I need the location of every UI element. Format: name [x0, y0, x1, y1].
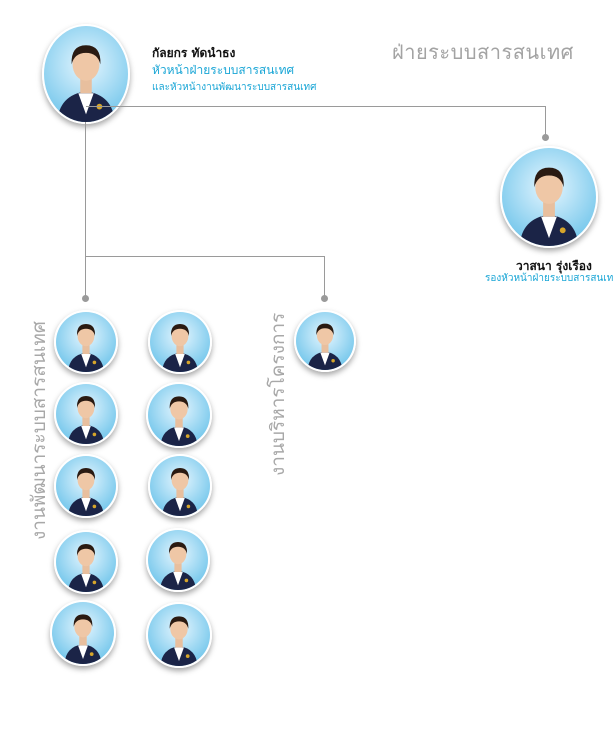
- person-photo-icon: [56, 384, 116, 444]
- team-member-avatar: [54, 310, 118, 374]
- team-member-avatar: [146, 528, 210, 592]
- head-avatar: [42, 24, 130, 124]
- head-position: หัวหน้าฝ่ายระบบสารสนเทศ: [152, 63, 295, 77]
- connector-dot: [321, 295, 328, 302]
- team-member-avatar: [148, 310, 212, 374]
- connector-dot: [82, 295, 89, 302]
- team-member-avatar: [294, 310, 356, 372]
- group-label-projects: งานบริหารโครงการ: [267, 312, 289, 476]
- head-position-secondary: และหัวหน้างานพัฒนาระบบสารสนเทศ: [152, 82, 317, 93]
- person-photo-icon: [44, 26, 128, 122]
- person-photo-icon: [56, 456, 116, 516]
- department-title: ฝ่ายระบบสารสนเทศ: [392, 40, 574, 64]
- person-photo-icon: [296, 312, 354, 370]
- person-photo-icon: [150, 456, 210, 516]
- person-photo-icon: [52, 602, 114, 664]
- connector-head-to-deputy: [86, 106, 546, 107]
- connector-groups-horizontal: [85, 256, 325, 257]
- person-photo-icon: [502, 148, 596, 246]
- connector-head-down: [85, 122, 86, 298]
- team-member-avatar: [50, 600, 116, 666]
- connector-projects-drop: [324, 256, 325, 298]
- team-member-avatar: [146, 382, 212, 448]
- connector-dot: [542, 134, 549, 141]
- team-member-avatar: [148, 454, 212, 518]
- team-member-avatar: [54, 382, 118, 446]
- person-photo-icon: [148, 384, 210, 446]
- team-member-avatar: [54, 530, 118, 594]
- deputy-name: วาสนา รุ่งเรือง: [516, 259, 592, 273]
- connector-deputy-drop: [545, 106, 546, 136]
- head-name: กัลยกร ทัดนำธง: [152, 46, 236, 60]
- deputy-position: รองหัวหน้าฝ่ายระบบสารสนเทศ: [485, 273, 613, 284]
- person-photo-icon: [148, 530, 208, 590]
- deputy-avatar: [500, 146, 598, 248]
- person-photo-icon: [148, 604, 210, 666]
- team-member-avatar: [54, 454, 118, 518]
- person-photo-icon: [56, 312, 116, 372]
- person-photo-icon: [150, 312, 210, 372]
- person-photo-icon: [56, 532, 116, 592]
- group-label-development: งานพัฒนาระบบสารสนเทศ: [28, 321, 50, 540]
- team-member-avatar: [146, 602, 212, 668]
